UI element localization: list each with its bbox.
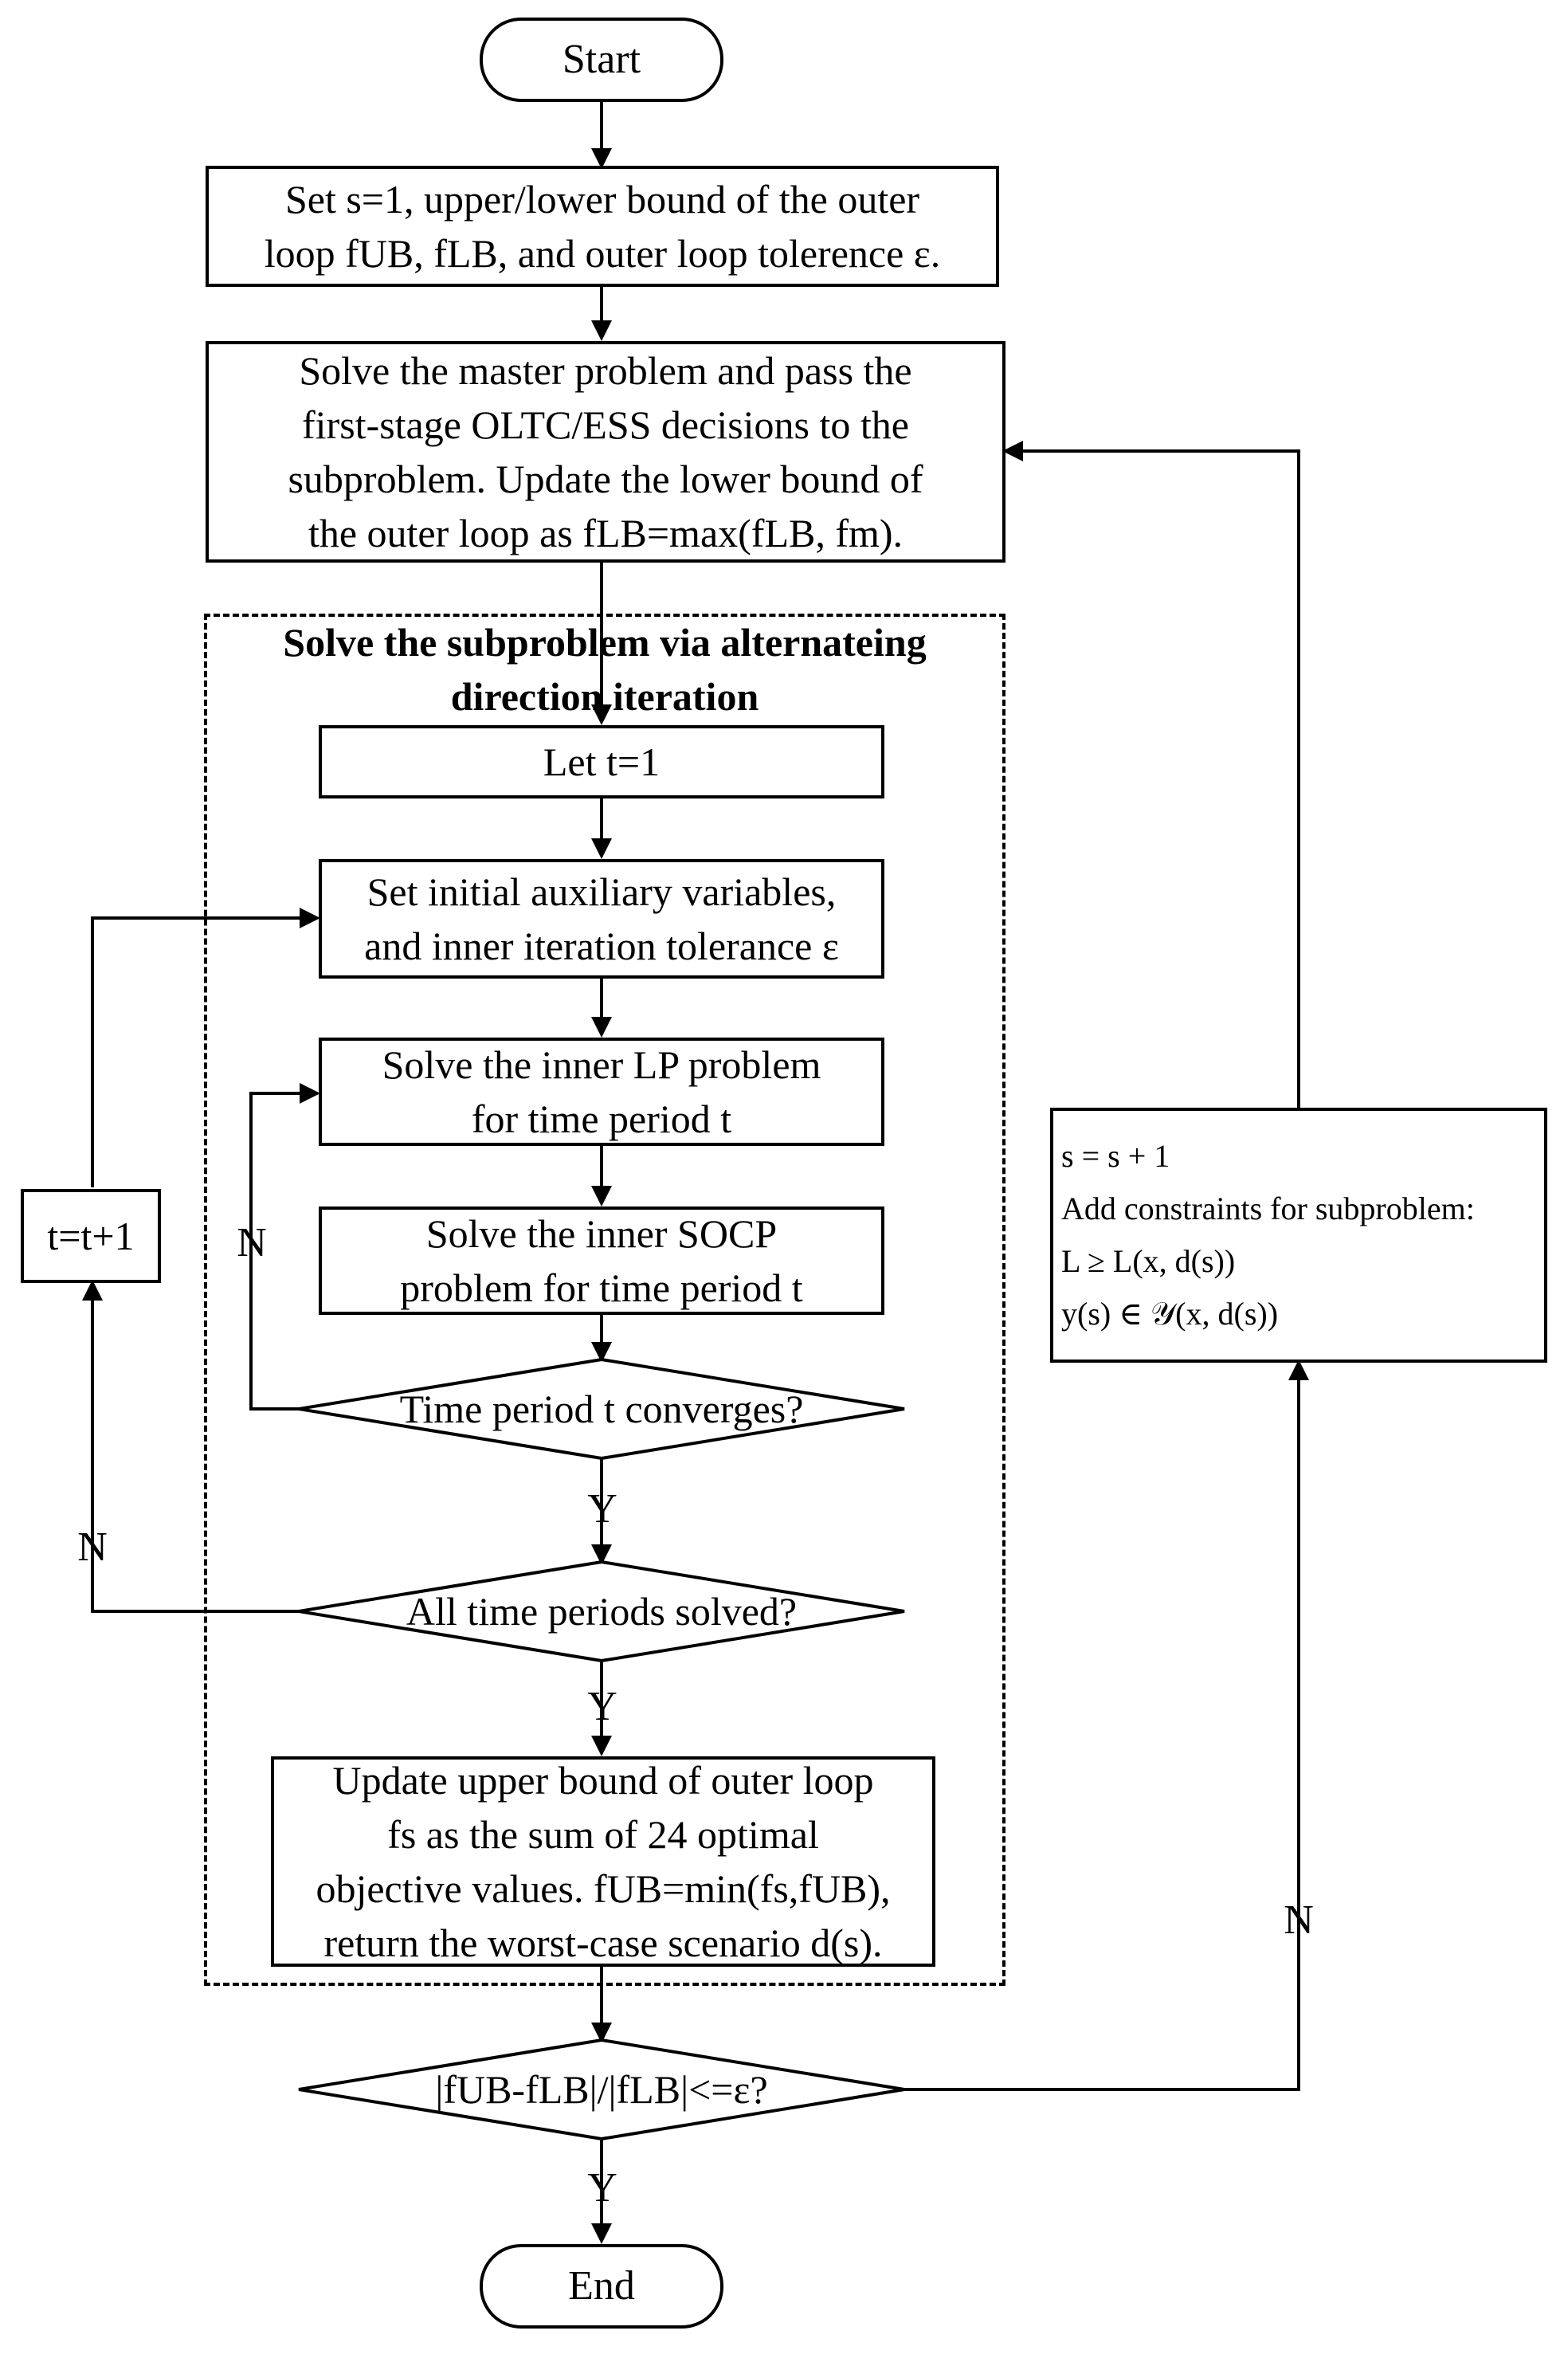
update-ub-line-1: Update upper bound of outer loop <box>332 1758 874 1803</box>
gap-yes-label: Y <box>587 2165 617 2211</box>
arrowhead <box>1002 441 1023 461</box>
let-t-box: Let t=1 <box>319 725 884 798</box>
update-ub-line-4: return the worst-case scenario d(s). <box>323 1921 883 1965</box>
converges-label: Time period t converges? <box>399 1387 804 1431</box>
all-solved-label: All time periods solved? <box>406 1589 798 1634</box>
update-ub-line-2: fs as the sum of 24 optimal <box>387 1812 819 1857</box>
edge-converges-no <box>249 1092 317 1411</box>
arrowhead <box>591 1186 612 1207</box>
diamond-gap-check <box>298 2038 905 2141</box>
edge-allsolved-no <box>91 1283 299 1613</box>
inner-lp-box: Solve the inner LP problem for time peri… <box>319 1038 884 1146</box>
inner-socp-line-2: problem for time period t <box>400 1265 803 1310</box>
init-line-2: loop fUB, fLB, and outer loop tolerence … <box>264 231 941 276</box>
edge-increment-setaux <box>91 916 317 1187</box>
master-line-1: Solve the master problem and pass the <box>299 348 912 393</box>
subproblem-region <box>204 614 1005 1986</box>
end-label: End <box>568 2263 635 2309</box>
master-line-3: subproblem. Update the lower bound of <box>288 457 923 501</box>
diamond-all-solved <box>298 1560 905 1663</box>
arrowhead <box>300 908 320 928</box>
inner-lp-line-2: for time period t <box>471 1097 732 1141</box>
arrowhead <box>591 2023 612 2043</box>
arrowhead <box>591 1736 612 1756</box>
master-problem-box: Solve the master problem and pass the fi… <box>206 341 1005 563</box>
diamond-converges <box>298 1357 905 1461</box>
region-title-line-1: Solve the subproblem via alternateing <box>283 620 927 665</box>
set-aux-line-1: Set initial auxiliary variables, <box>367 869 837 914</box>
inner-lp-line-1: Solve the inner LP problem <box>382 1042 821 1087</box>
edge-gap-no <box>904 1363 1300 2091</box>
inner-socp-line-1: Solve the inner SOCP <box>425 1211 778 1256</box>
arrowhead <box>591 1017 612 1038</box>
region-title-line-2: direction iteration <box>450 674 759 719</box>
cuts-line-1: s = s + 1 <box>1061 1138 1170 1174</box>
subproblem-region-title: Solve the subproblem via alternateing di… <box>209 615 1001 724</box>
arrowhead <box>591 704 612 725</box>
arrowhead <box>591 320 612 341</box>
master-line-4: the outer loop as fLB=max(fLB, fm). <box>308 511 904 555</box>
arrowhead <box>591 148 612 169</box>
edge-cuts-master <box>1005 449 1300 1108</box>
arrowhead <box>591 1544 612 1565</box>
t-increment-label: t=t+1 <box>47 1214 135 1258</box>
init-box: Set s=1, upper/lower bound of the outer … <box>206 166 999 287</box>
inner-socp-box: Solve the inner SOCP problem for time pe… <box>319 1207 884 1315</box>
arrowhead <box>591 1342 612 1363</box>
let-t-label: Let t=1 <box>543 740 661 784</box>
end-node: End <box>480 2244 723 2329</box>
arrowhead <box>82 1280 103 1301</box>
gap-check-label: |fUB-fLB|/|fLB|<=ε? <box>435 2067 768 2112</box>
set-aux-line-2: and inner iteration tolerance ε <box>364 924 839 968</box>
converges-no-label: N <box>237 1220 267 1265</box>
gap-no-label: N <box>1284 1897 1314 1943</box>
all-solved-no-label: N <box>77 1524 108 1570</box>
master-line-2: first-stage OLTC/ESS decisions to the <box>302 402 909 447</box>
t-increment-box: t=t+1 <box>21 1189 161 1283</box>
arrowhead <box>1288 1360 1309 1380</box>
init-line-1: Set s=1, upper/lower bound of the outer <box>284 177 920 222</box>
update-ub-line-3: objective values. fUB=min(fs,fUB), <box>316 1866 891 1911</box>
cuts-line-3: L ≥ L(x, d(s)) <box>1061 1243 1236 1279</box>
start-label: Start <box>562 37 641 82</box>
cuts-line-2: Add constraints for subproblem: <box>1061 1191 1475 1226</box>
converges-yes-label: Y <box>587 1486 617 1532</box>
set-auxiliary-box: Set initial auxiliary variables, and inn… <box>319 859 884 979</box>
arrowhead <box>300 1083 320 1104</box>
cuts-line-4: y(s) ∈ 𝒴(x, d(s)) <box>1061 1296 1279 1332</box>
start-node: Start <box>480 18 723 102</box>
cuts-box: s = s + 1 Add constraints for subproblem… <box>1050 1108 1547 1363</box>
update-ub-box: Update upper bound of outer loop fs as t… <box>271 1756 935 1967</box>
arrowhead <box>591 2223 612 2244</box>
all-solved-yes-label: Y <box>587 1684 617 1729</box>
arrowhead <box>591 838 612 859</box>
